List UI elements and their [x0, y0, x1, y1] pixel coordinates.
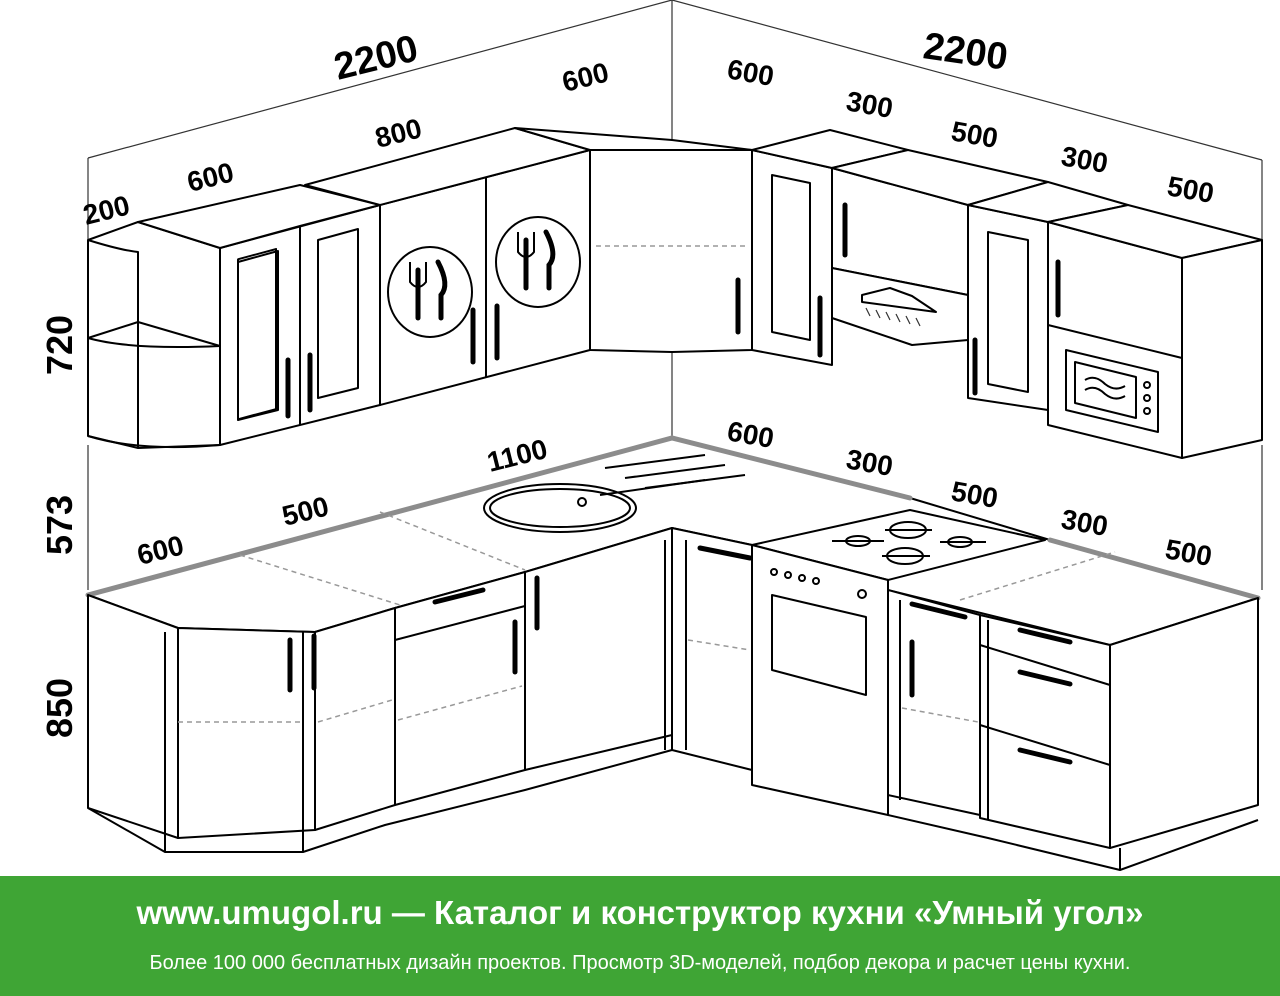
kitchen-diagram: 2200 2200 200 600 800 600 600 300 500 30… [39, 0, 1263, 871]
oven-icon [770, 568, 867, 696]
dim-base-right-300: 300 [844, 443, 895, 482]
microwave-icon [1065, 349, 1159, 433]
dim-wall-left-total: 2200 [330, 28, 422, 89]
dim-upper-left-800: 800 [372, 112, 425, 153]
kitchen-drawing: 2200 2200 200 600 800 600 600 300 500 30… [39, 0, 1263, 871]
dim-upper-right-300: 300 [844, 85, 895, 124]
upper-cabinets-left [87, 127, 591, 449]
dim-upper-right-500b: 500 [1165, 170, 1216, 209]
dim-upper-right-300b: 300 [1059, 140, 1110, 179]
dim-upper-right-500: 500 [949, 115, 1000, 154]
dim-base-right-300b: 300 [1059, 503, 1110, 542]
base-cabinets-left [87, 527, 673, 853]
dim-upper-left-600: 600 [184, 156, 237, 197]
promo-banner: www.umugol.ru — Каталог и конструктор ку… [0, 876, 1280, 996]
dim-height-gap: 573 [39, 495, 80, 555]
plate-fork-knife-icon [387, 246, 473, 338]
dim-base-left-600: 600 [134, 529, 187, 570]
dim-base-right-500b: 500 [1163, 533, 1214, 572]
plate-fork-knife-icon [495, 216, 581, 308]
dim-height-base: 850 [39, 678, 80, 738]
dim-upper-corner-left: 600 [559, 56, 612, 97]
banner-subtitle: Более 100 000 бесплатных дизайн проектов… [149, 952, 1131, 974]
dim-base-right-600: 600 [725, 415, 776, 454]
sink-icon [483, 454, 746, 533]
dim-upper-corner-right: 600 [725, 53, 776, 92]
dim-height-upper: 720 [39, 315, 80, 375]
range-hood-icon [831, 267, 969, 346]
base-cabinets-right-2 [887, 589, 1259, 871]
dim-base-right-500: 500 [949, 475, 1000, 514]
base-cabinets-right [671, 527, 889, 816]
banner-title[interactable]: www.umugol.ru — Каталог и конструктор ку… [136, 894, 1144, 931]
upper-corner-cabinet [514, 127, 753, 353]
dim-base-left-500: 500 [279, 490, 332, 531]
upper-cabinets-right [751, 129, 1263, 459]
